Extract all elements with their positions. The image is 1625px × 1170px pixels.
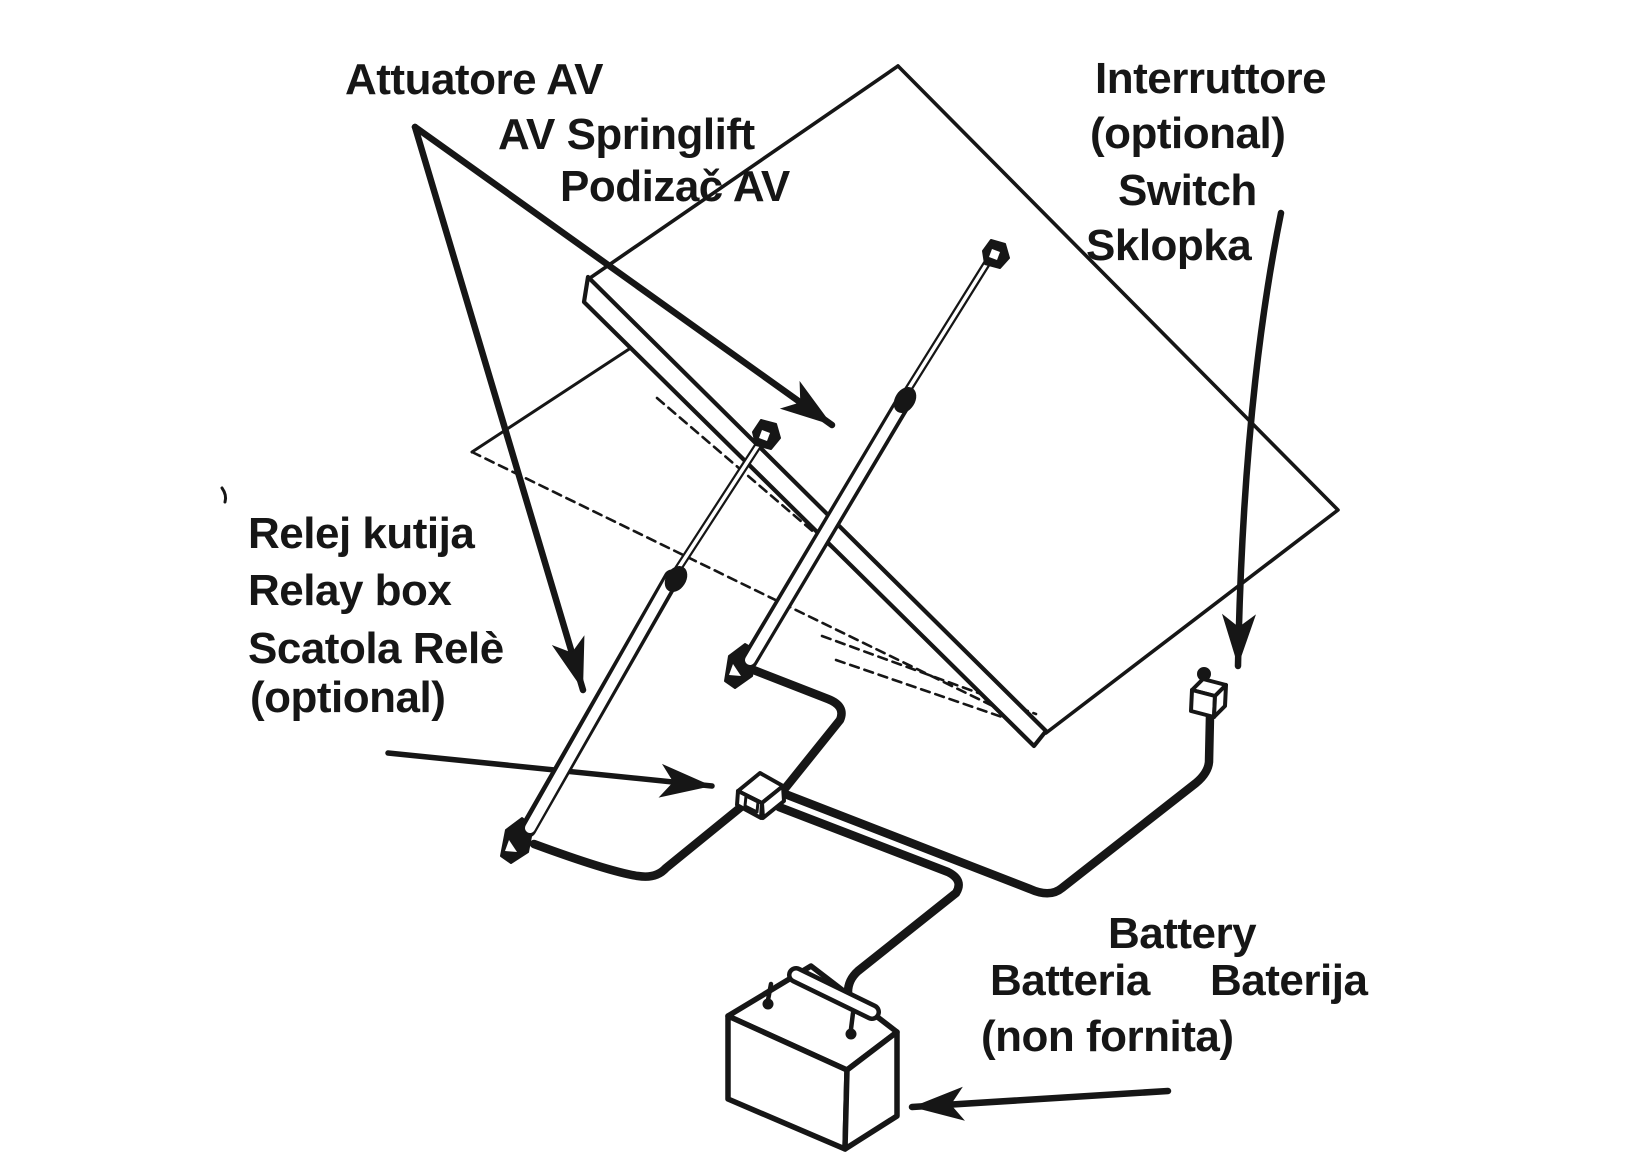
- label-relay-line4: (optional): [250, 673, 446, 722]
- label-arrows: [385, 123, 1285, 1121]
- roof-lid-panel: [581, 64, 1340, 749]
- label-switch-line2: (optional): [1090, 109, 1286, 158]
- arrow-actuator-left: [411, 123, 587, 694]
- switch-unit: [1189, 667, 1228, 719]
- arrow-actuator-right: [411, 123, 836, 429]
- label-switch-line1: Interruttore: [1095, 54, 1327, 103]
- wire-left-actuator-relay: [529, 802, 746, 881]
- label-actuator-line1: Attuatore AV: [345, 55, 604, 104]
- wire-relay-switch: [780, 711, 1215, 898]
- arrow-relay: [385, 750, 715, 798]
- wire-relay-battery: [774, 802, 963, 1019]
- battery-terminal-right: [848, 1010, 856, 1032]
- relay-box: [735, 771, 786, 820]
- wiring: [529, 664, 1215, 1019]
- label-battery-line1: Battery: [1108, 909, 1257, 958]
- label-relay-line1: Relej kutija: [248, 509, 475, 558]
- label-relay-line2: Relay box: [248, 566, 452, 615]
- label-battery-line3: (non fornita): [981, 1012, 1234, 1061]
- arrow-battery: [908, 1086, 1172, 1121]
- relay-connector: [743, 794, 760, 814]
- stray-tick: [220, 486, 228, 504]
- label-relay-line3: Scatola Relè: [248, 624, 504, 673]
- left-actuator: [500, 419, 781, 864]
- arrow-switch: [1221, 209, 1285, 670]
- left-collar: [664, 565, 688, 593]
- right-actuator: [724, 239, 1010, 689]
- label-switch-line4: Sklopka: [1086, 221, 1252, 270]
- label-battery-word-hr: Baterija: [1210, 956, 1368, 1005]
- label-actuator-line3: Podizač AV: [560, 162, 790, 211]
- label-actuator-line2: AV Springlift: [498, 110, 755, 159]
- label-switch-line3: Switch: [1118, 166, 1257, 215]
- label-battery-word-it: Batteria: [990, 956, 1150, 1005]
- battery-terminal-left: [765, 981, 774, 1003]
- wire-right-actuator-relay: [746, 664, 846, 796]
- battery-unit: [725, 963, 900, 1152]
- lid-front-edge: [581, 274, 1049, 749]
- right-collar: [893, 386, 917, 414]
